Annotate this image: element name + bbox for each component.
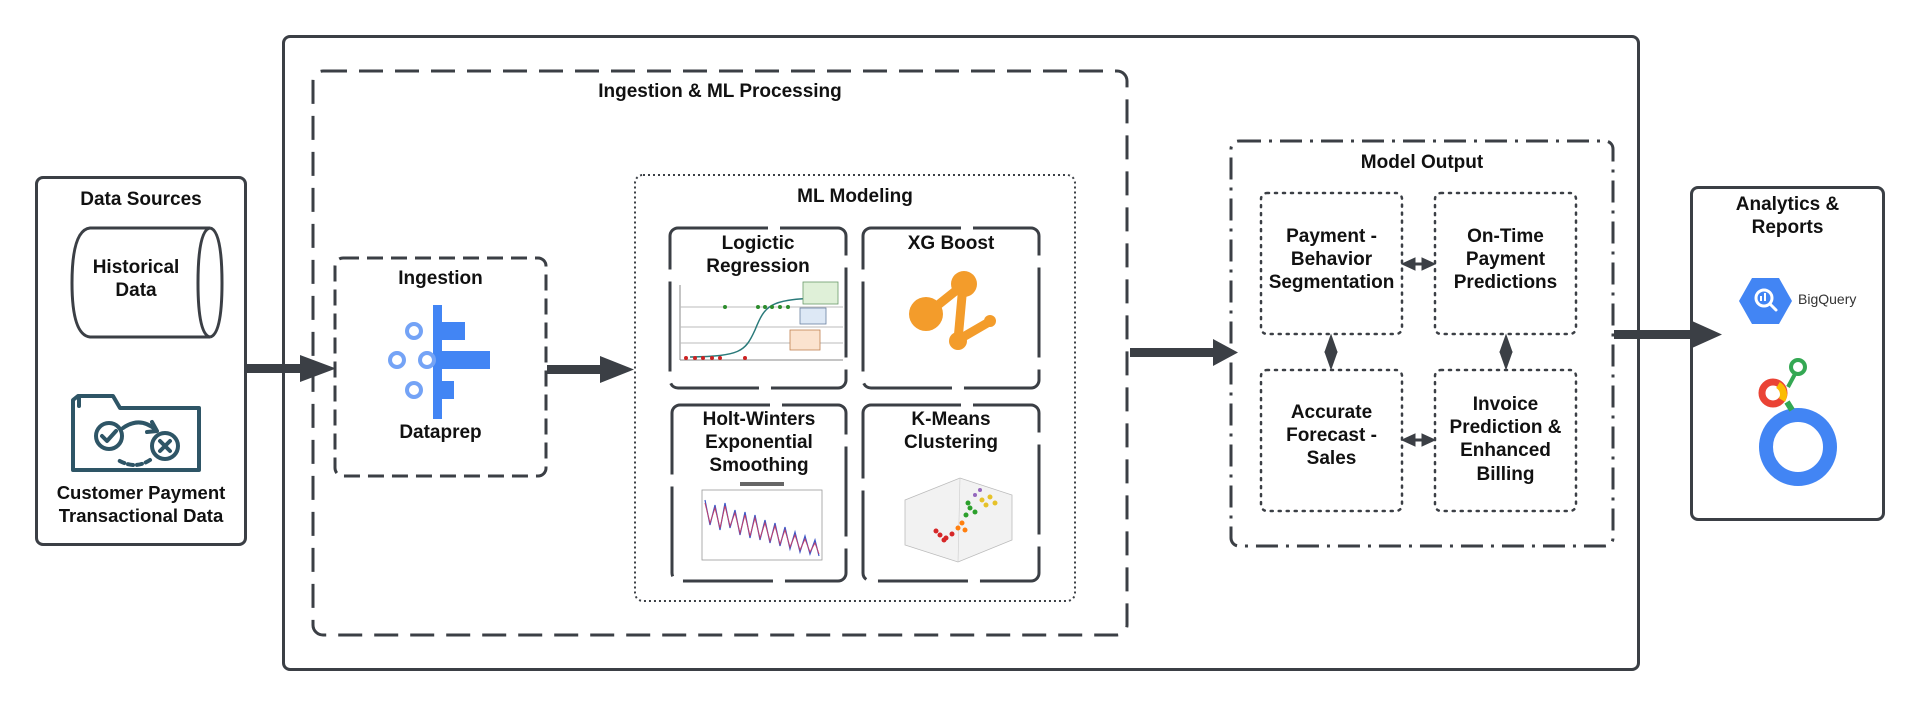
analytics-title: Analytics & Reports	[1735, 194, 1840, 239]
output-item-ontime: On-Time Payment Predictions	[1453, 226, 1558, 294]
processing-title: Ingestion & ML Processing	[598, 81, 842, 102]
model-output-title: Model Output	[1360, 152, 1484, 173]
data-sources-panel: Data Sources	[35, 176, 247, 546]
ml-modeling-title: ML Modeling	[797, 186, 913, 207]
pipeline-container	[282, 35, 1640, 671]
model-title-kmeans: K-Means Clustering	[904, 409, 998, 454]
customer-data-label: Customer Payment Transactional Data	[56, 482, 226, 526]
dataprep-label: Dataprep	[399, 422, 482, 443]
model-title-holt-winters: Holt-Winters Exponential Smoothing	[702, 409, 816, 477]
data-sources-title: Data Sources	[80, 189, 202, 210]
output-item-forecast: Accurate Forecast - Sales	[1286, 402, 1377, 470]
historical-data-label: Historical Data	[92, 257, 180, 302]
analytics-panel	[1690, 186, 1885, 521]
bigquery-label: BigQuery	[1798, 291, 1857, 307]
output-item-segmentation: Payment - Behavior Segmentation	[1268, 226, 1395, 294]
ingestion-title: Ingestion	[398, 268, 483, 289]
model-title-logistic: Logictic Regression	[706, 233, 810, 278]
model-title-xgboost: XG Boost	[907, 233, 995, 254]
output-item-invoice: Invoice Prediction & Enhanced Billing	[1449, 394, 1562, 485]
